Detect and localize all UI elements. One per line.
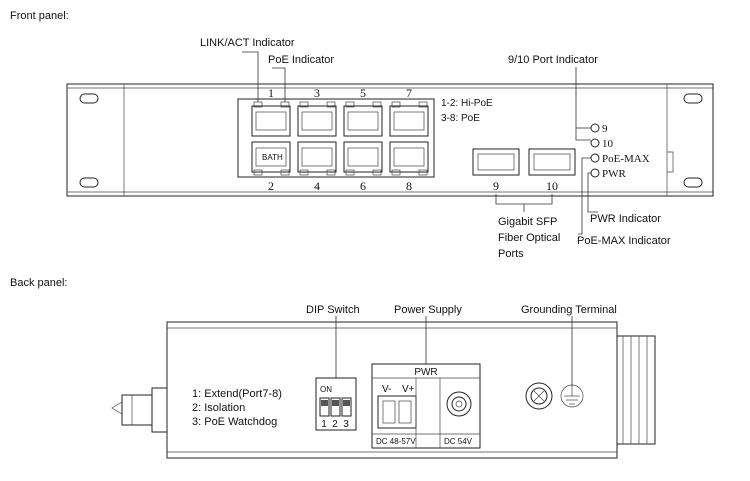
rj45-port-block: BATH bbox=[237, 98, 435, 178]
port-number-4: 4 bbox=[314, 179, 320, 193]
dc-jack bbox=[446, 391, 472, 417]
front-chassis bbox=[66, 83, 714, 197]
port-number-7: 7 bbox=[406, 86, 412, 100]
callout-sfp-line1: Gigabit SFP bbox=[498, 216, 557, 228]
dip-number-2: 2 bbox=[332, 419, 338, 430]
port-legend-hi-poe: 1-2: Hi-PoE bbox=[441, 98, 493, 109]
callout-link-act: LINK/ACT Indicator bbox=[200, 37, 295, 49]
callout-sfp-line2: Fiber Optical bbox=[498, 232, 560, 244]
rj45-top-row bbox=[251, 101, 429, 137]
rj45-port-6 bbox=[343, 141, 383, 173]
rj45-port-1 bbox=[251, 105, 291, 137]
back-chassis bbox=[166, 321, 656, 459]
callout-poe-max-indicator: PoE-MAX Indicator bbox=[577, 235, 671, 247]
sfp-ports: 9 10 bbox=[472, 148, 576, 212]
back-leader-lines bbox=[335, 316, 573, 386]
front-panel-heading: Front panel: bbox=[10, 10, 69, 22]
dip-knob-2 bbox=[332, 400, 339, 406]
power-supply: PWR V- V+ DC 48-57V DC 54V bbox=[371, 363, 481, 449]
mount-slot-left-top bbox=[79, 93, 99, 104]
jack-rating: DC 54V bbox=[444, 437, 473, 446]
rj45-port-numbers: 1 3 5 7 2 4 6 8 bbox=[268, 86, 412, 193]
callout-pwr-indicator: PWR Indicator bbox=[590, 213, 661, 225]
port-number-8: 8 bbox=[406, 179, 412, 193]
mount-slot-right-bottom bbox=[683, 177, 703, 188]
port-legend-poe: 3-8: PoE bbox=[441, 113, 480, 124]
callout-poe-indicator: PoE Indicator bbox=[268, 54, 334, 66]
ground-screw bbox=[525, 382, 553, 410]
led-label-poe-max: PoE-MAX bbox=[602, 153, 650, 165]
dip-number-1: 1 bbox=[321, 419, 327, 430]
port-number-2: 2 bbox=[268, 179, 274, 193]
led-label-9: 9 bbox=[602, 123, 608, 135]
dip-knob-1 bbox=[321, 400, 328, 406]
dip-knob-3 bbox=[343, 400, 350, 406]
mount-slot-right-top bbox=[683, 93, 703, 104]
dip-legend-2: 2: Isolation bbox=[192, 402, 245, 414]
dip-number-3: 3 bbox=[343, 419, 349, 430]
led-9 bbox=[590, 123, 600, 133]
rj45-port-2 bbox=[251, 141, 291, 173]
rj45-bottom-row bbox=[251, 141, 429, 176]
led-poe-max bbox=[590, 153, 600, 163]
front-leader-lines bbox=[242, 51, 598, 235]
port-number-3: 3 bbox=[314, 86, 320, 100]
heatsink bbox=[616, 335, 656, 445]
grounding-terminal bbox=[525, 382, 584, 410]
back-panel-heading: Back panel: bbox=[10, 277, 67, 289]
callout-power-supply: Power Supply bbox=[394, 304, 462, 316]
callout-port-9-10: 9/10 Port Indicator bbox=[508, 54, 598, 66]
led-label-10: 10 bbox=[602, 138, 614, 150]
dip-toggle-3 bbox=[341, 397, 352, 417]
terminal-v-minus: V- bbox=[382, 384, 391, 395]
rj45-port-7 bbox=[389, 105, 429, 137]
sfp-number-10: 10 bbox=[546, 179, 558, 193]
dip-on-label: ON bbox=[320, 385, 332, 394]
terminal-rating: DC 48-57V bbox=[376, 437, 416, 446]
dip-legend-3: 3: PoE Watchdog bbox=[192, 416, 277, 428]
led-10 bbox=[590, 138, 600, 148]
dip-legend-1: 1: Extend(Port7-8) bbox=[192, 388, 282, 400]
sfp-port-9 bbox=[472, 148, 520, 176]
sfp-number-9: 9 bbox=[493, 179, 499, 193]
din-rail-clip bbox=[111, 387, 168, 433]
dip-switch: ON 1 2 3 bbox=[315, 377, 357, 431]
terminal-v-plus: V+ bbox=[402, 384, 415, 395]
led-label-pwr: PWR bbox=[602, 168, 627, 180]
port-number-6: 6 bbox=[360, 179, 366, 193]
pwr-label: PWR bbox=[414, 367, 437, 378]
led-pwr bbox=[590, 168, 600, 178]
callout-grounding-terminal: Grounding Terminal bbox=[521, 304, 617, 316]
status-leds: 9 10 PoE-MAX PWR bbox=[590, 123, 650, 180]
dip-toggle-2 bbox=[330, 397, 341, 417]
callout-dip-switch: DIP Switch bbox=[306, 304, 360, 316]
port-tag: BATH bbox=[262, 153, 283, 162]
sfp-port-10 bbox=[528, 148, 576, 176]
rj45-port-8 bbox=[389, 141, 429, 173]
rj45-port-4 bbox=[297, 141, 337, 173]
mount-slot-left-bottom bbox=[79, 177, 99, 188]
rj45-port-5 bbox=[343, 105, 383, 137]
port-number-5: 5 bbox=[360, 86, 366, 100]
rj45-port-3 bbox=[297, 105, 337, 137]
callout-sfp-line3: Ports bbox=[498, 248, 524, 260]
port-number-1: 1 bbox=[268, 86, 274, 100]
dip-toggle-1 bbox=[319, 397, 330, 417]
